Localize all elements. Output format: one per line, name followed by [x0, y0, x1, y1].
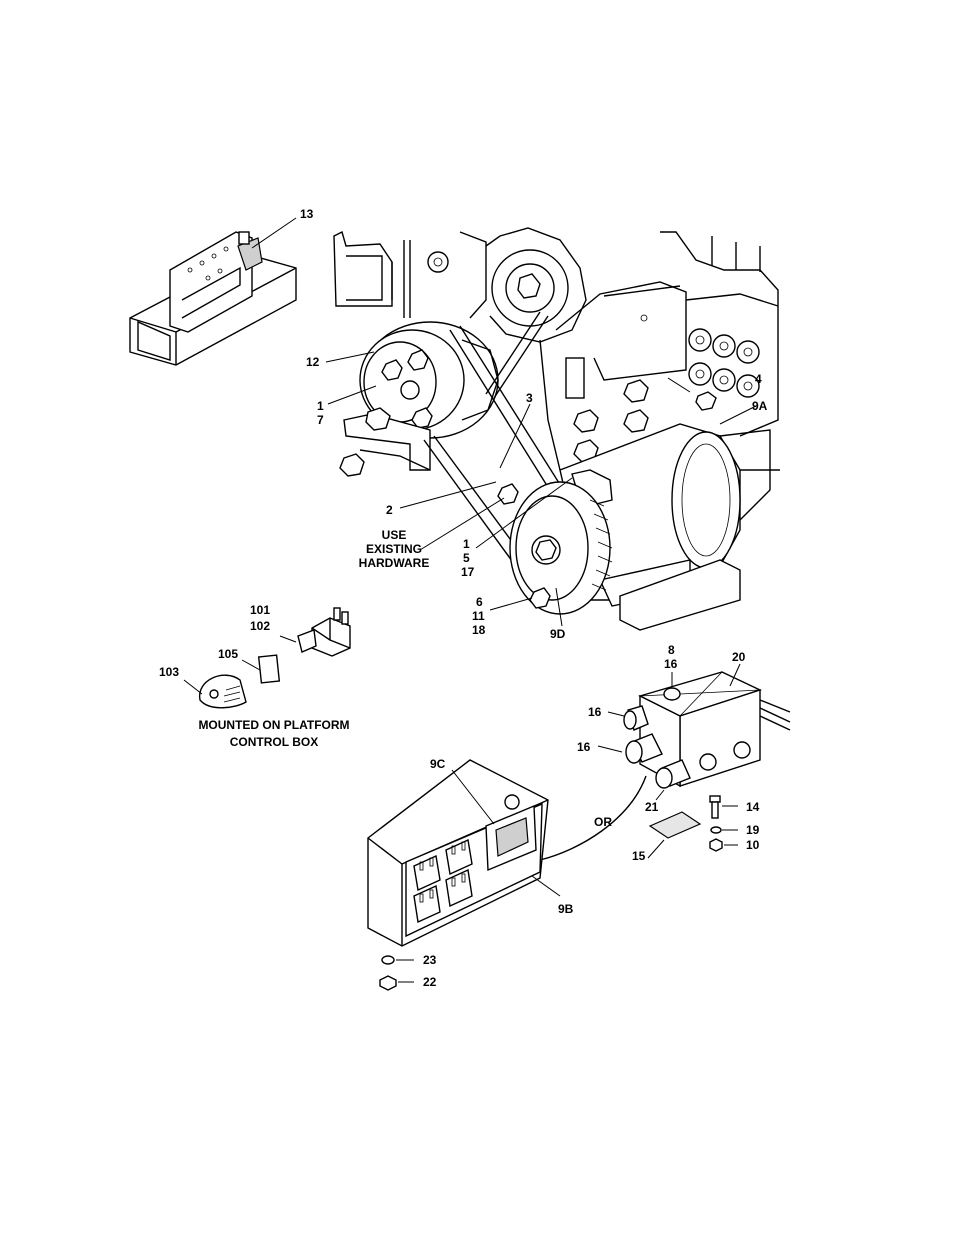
note-mounted-line2: CONTROL BOX	[230, 735, 318, 749]
note-use: USE	[382, 528, 407, 542]
alternator-fan-fins	[589, 499, 613, 591]
callout-8: 8	[668, 643, 675, 657]
callout-9c: 9C	[430, 757, 446, 771]
callout-16-side: 16	[588, 705, 602, 719]
alternator	[497, 423, 780, 631]
circuit-breaker	[485, 804, 537, 872]
callout-18: 18	[472, 623, 486, 637]
receptacle-upper-right	[445, 838, 473, 876]
callout-12: 12	[306, 355, 320, 369]
or-connector	[539, 775, 647, 861]
receptacle-lower-right	[445, 868, 473, 908]
callout-3: 3	[526, 391, 533, 405]
cable-gland-side	[607, 705, 649, 731]
callout-5: 5	[463, 551, 470, 565]
receptacle-lower-left	[413, 884, 441, 924]
note-existing: EXISTING	[366, 542, 422, 556]
callout-labels: 13 12 1 7 3 4 9A 2 USE EXISTING HARDWARE…	[159, 207, 768, 989]
callout-16-front: 16	[577, 740, 591, 754]
callout-20: 20	[732, 650, 746, 664]
callout-105: 105	[218, 647, 238, 661]
callout-11: 11	[472, 609, 485, 623]
junction-box	[597, 663, 791, 801]
cable-gland-top	[663, 672, 681, 701]
washer-item-23	[381, 955, 414, 965]
callout-21: 21	[645, 800, 659, 814]
callout-1-crank: 1	[317, 399, 324, 413]
callout-101: 101	[250, 603, 270, 617]
callout-7: 7	[317, 413, 324, 427]
engine-block	[333, 227, 779, 475]
switch-bracket	[237, 231, 263, 271]
outlet-box	[367, 759, 561, 991]
cable-gland-bottom	[655, 759, 691, 801]
cable-gland-front	[597, 733, 663, 764]
callout-103: 103	[159, 665, 179, 679]
callout-2: 2	[386, 503, 393, 517]
callout-13: 13	[300, 207, 314, 221]
callout-23: 23	[423, 953, 437, 967]
toggle-switch-assembly	[183, 607, 351, 709]
platform-rail	[129, 231, 297, 366]
callout-4: 4	[755, 372, 762, 386]
mount-bracket	[339, 407, 431, 477]
small-hardware	[647, 795, 738, 859]
callout-17: 17	[461, 565, 475, 579]
receptacle-upper-left	[413, 854, 441, 892]
callout-14: 14	[746, 800, 760, 814]
rail-bolt-holes	[187, 246, 229, 281]
callout-1-alt: 1	[463, 537, 470, 551]
note-mounted-line1: MOUNTED ON PLATFORM	[198, 718, 349, 732]
callout-22: 22	[423, 975, 437, 989]
engine-bolt-row	[688, 328, 760, 398]
callout-16-top: 16	[664, 657, 678, 671]
callout-9b: 9B	[558, 902, 574, 916]
note-hardware: HARDWARE	[359, 556, 430, 570]
callout-9a: 9A	[752, 399, 768, 413]
callout-6: 6	[476, 595, 483, 609]
callout-9d: 9D	[550, 627, 566, 641]
callout-10: 10	[746, 838, 760, 852]
bolt-item-4	[667, 377, 717, 411]
nut-item-22	[379, 975, 414, 991]
leader-lines	[251, 217, 757, 627]
label-or: OR	[594, 815, 612, 829]
crank-pulley	[359, 321, 499, 439]
callout-19: 19	[746, 823, 760, 837]
callout-15: 15	[632, 849, 646, 863]
callout-102: 102	[250, 619, 270, 633]
